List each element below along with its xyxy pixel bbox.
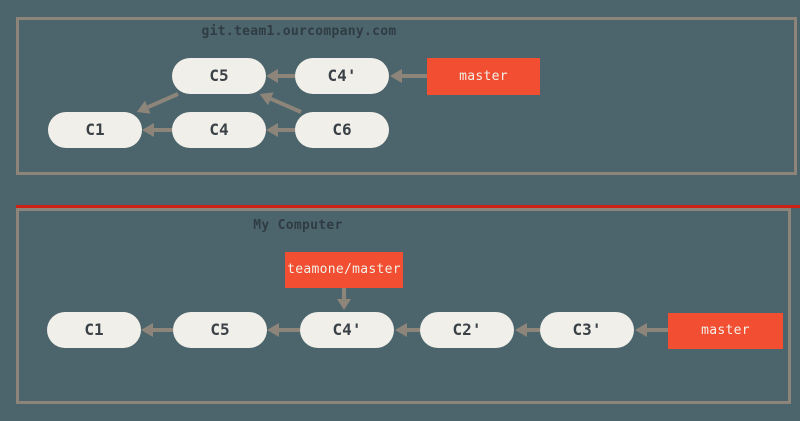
arrow-master-to-c3prime <box>635 323 668 337</box>
arrow-master-to-c4prime <box>390 69 427 83</box>
commit-node-c4-prime: C4' <box>295 58 389 94</box>
arrow-teamone-master-to-c4prime <box>337 288 351 310</box>
commit-node-c1: C1 <box>48 112 142 148</box>
server-panel <box>16 17 797 175</box>
red-divider-line <box>16 205 800 208</box>
server-panel-title: git.team1.ourcompany.com <box>201 24 397 39</box>
commit-node-c1-local: C1 <box>47 312 141 348</box>
arrow-c2prime-to-c4prime <box>395 323 420 337</box>
my-computer-panel-title: My Computer <box>253 218 343 233</box>
my-computer-panel <box>16 208 791 404</box>
commit-node-c2-prime: C2' <box>420 312 514 348</box>
commit-node-c4: C4 <box>172 112 266 148</box>
commit-node-c5-local: C5 <box>173 312 267 348</box>
commit-node-c6: C6 <box>295 112 389 148</box>
arrow-c6-to-c4 <box>266 123 295 137</box>
branch-label-teamone-master: teamone/master <box>285 252 403 288</box>
arrow-c4-to-c1 <box>142 123 172 137</box>
arrow-c4prime-to-c5 <box>266 69 295 83</box>
arrow-c4prime-to-c5-local <box>267 323 300 337</box>
commit-node-c5: C5 <box>172 58 266 94</box>
commit-node-c3-prime: C3' <box>540 312 634 348</box>
branch-label-master-server: master <box>427 58 540 95</box>
commit-node-c4-prime-local: C4' <box>300 312 394 348</box>
branch-label-master-local: master <box>668 313 783 349</box>
arrow-c5-to-c1-local <box>141 323 173 337</box>
arrow-c3prime-to-c2prime <box>515 323 540 337</box>
